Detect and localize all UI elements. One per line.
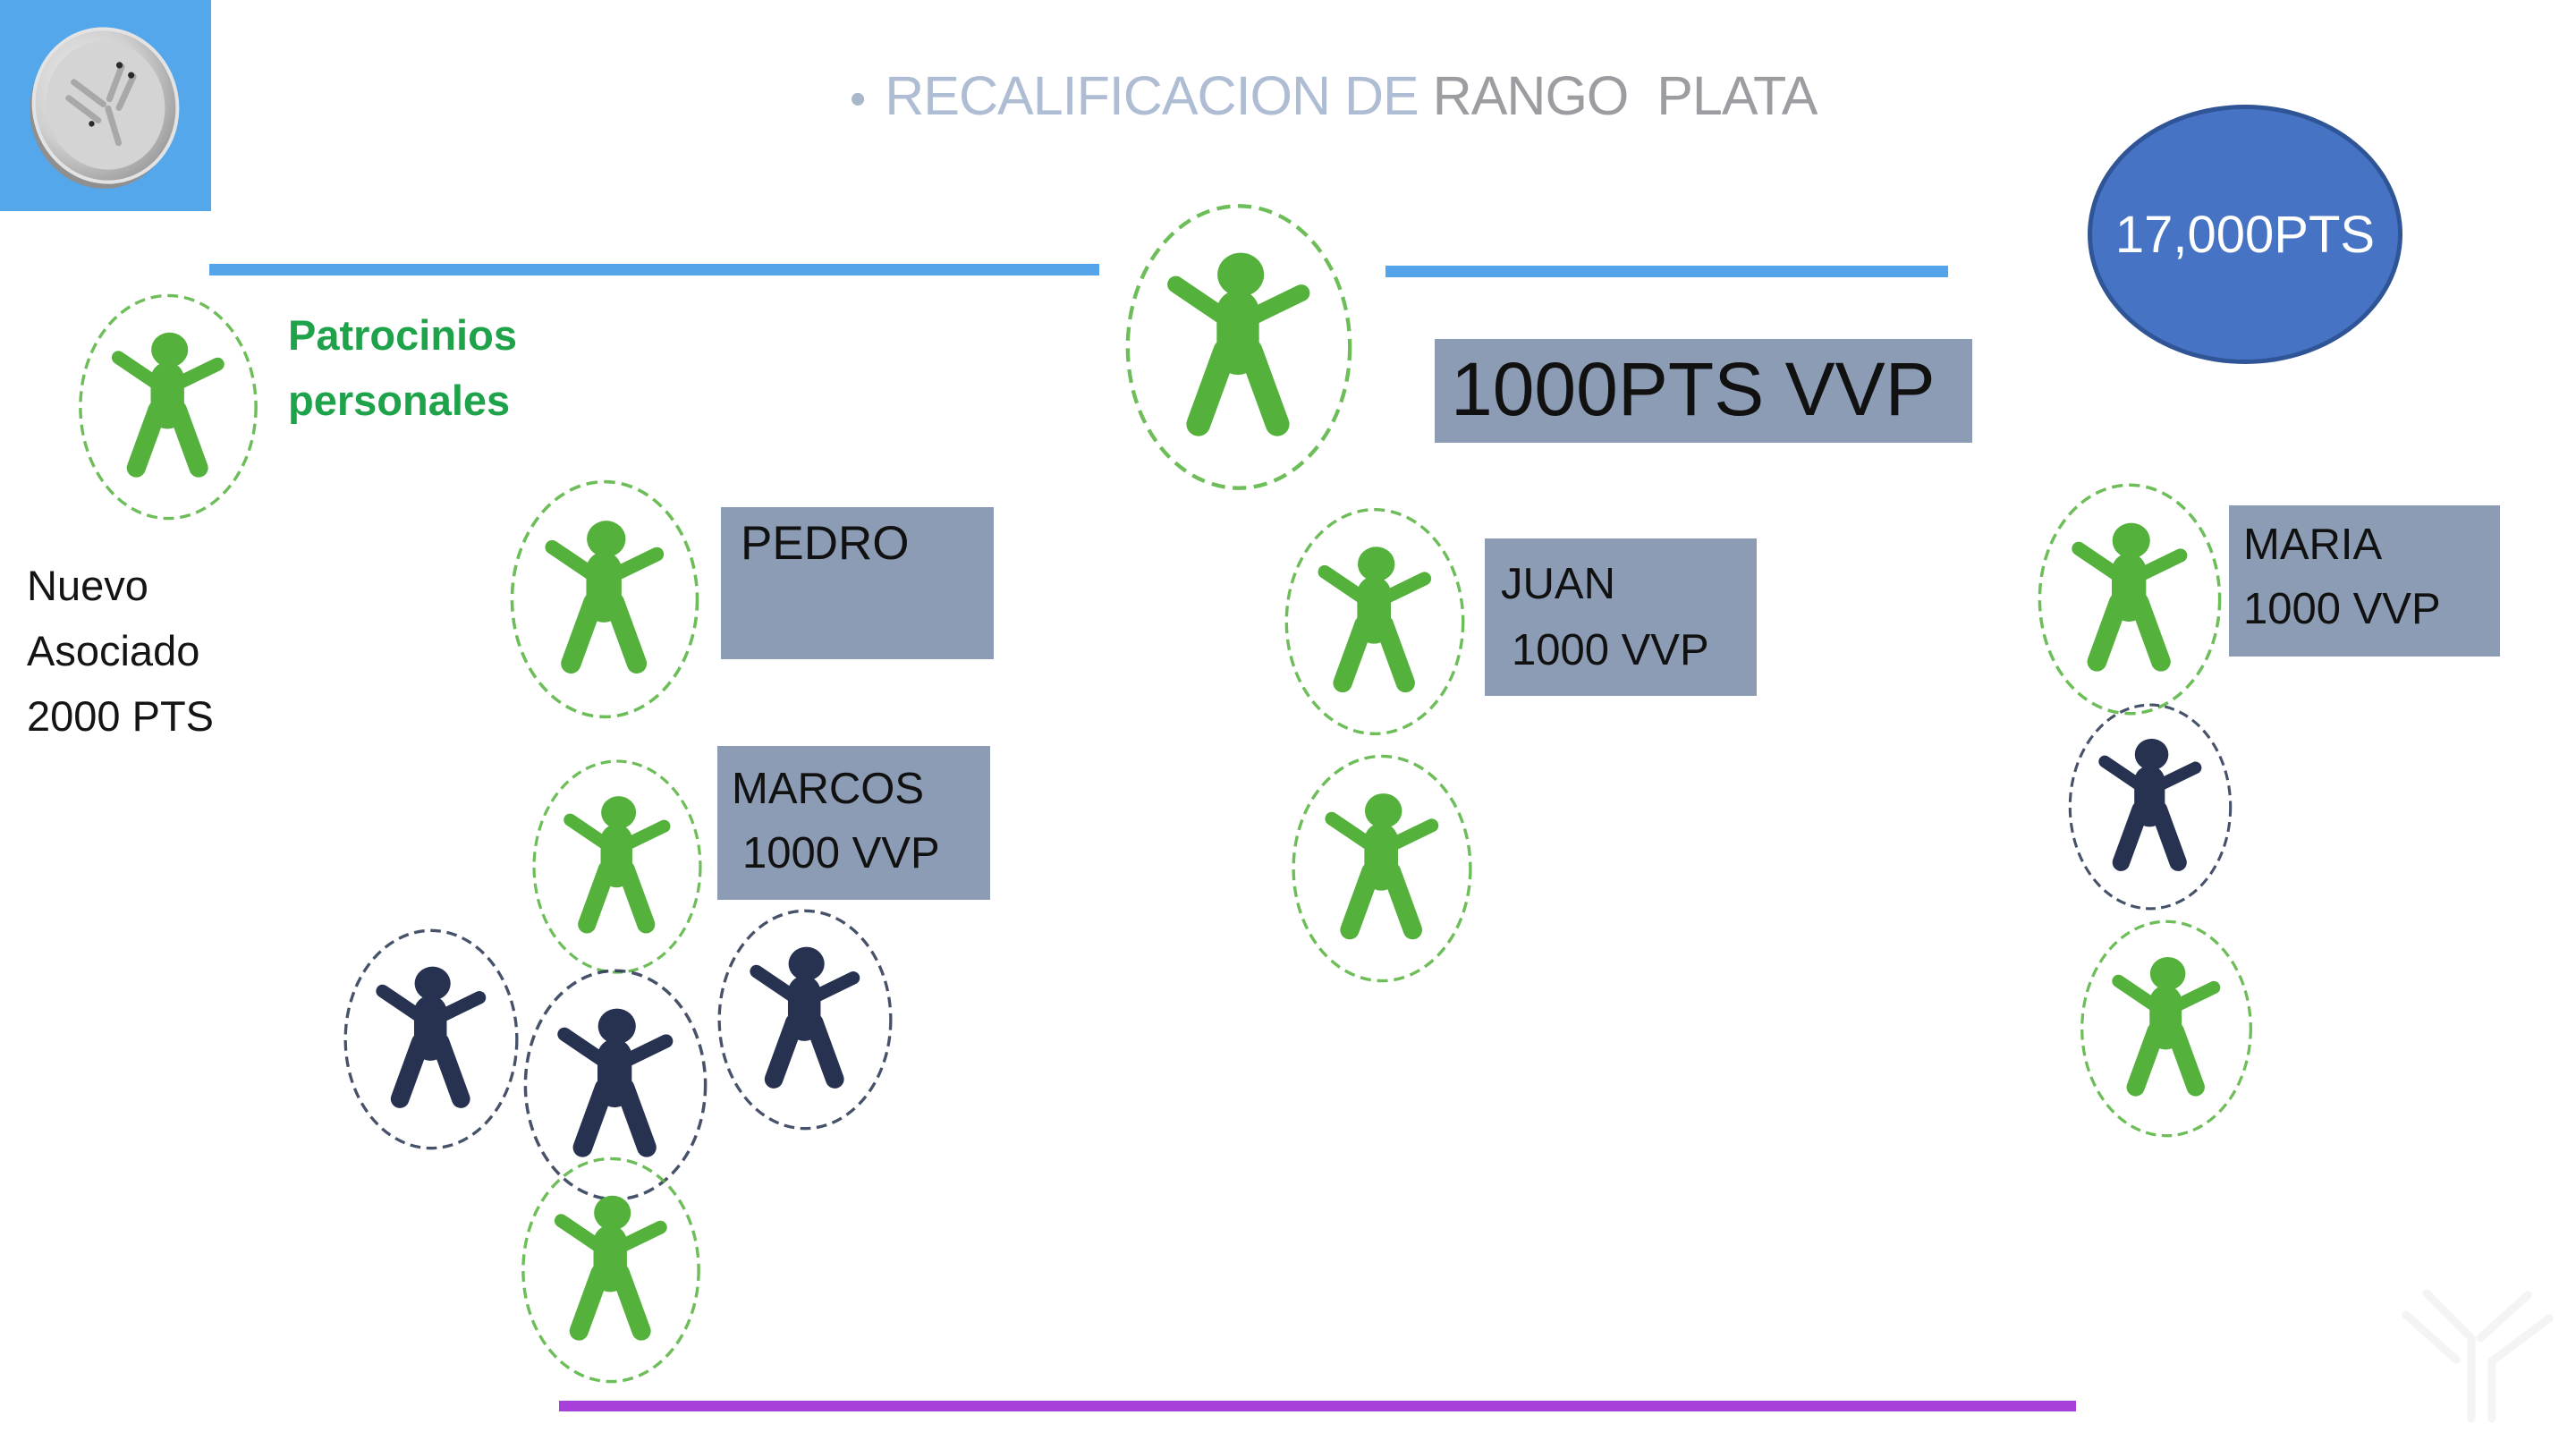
patrocinios-line1: Patrocinios xyxy=(288,311,517,359)
person-maria green-person-icon xyxy=(2036,470,2224,729)
pedro-label-box: PEDRO xyxy=(721,507,994,659)
pedro-name: PEDRO xyxy=(741,517,910,570)
patrocinios-note: Patrocinios personales xyxy=(288,302,517,433)
juan-label-box: JUAN 1000 VVP xyxy=(1485,538,1757,696)
center-vvp-label: 1000PTS VVP xyxy=(1451,347,1936,431)
person-sponsor-center green-person-icon xyxy=(1100,202,1377,492)
juan-points: 1000 VVP xyxy=(1512,626,1709,674)
marcos-name: MARCOS xyxy=(732,765,925,813)
silver-coin-icon xyxy=(30,27,180,189)
juan-name: JUAN xyxy=(1501,560,1615,608)
nuevo-line1: Nuevo xyxy=(27,562,148,609)
patrocinios-line2: personales xyxy=(288,377,511,424)
purple-rule-bottom xyxy=(559,1401,2076,1411)
blue-rule-right xyxy=(1385,266,1948,277)
person-juan-downline green-person-icon xyxy=(1286,753,1478,984)
person-pedro green-person-icon xyxy=(508,467,701,732)
marcos-points: 1000 VVP xyxy=(742,829,940,877)
center-vvp-box: 1000PTS VVP xyxy=(1435,339,1972,443)
person-new-associate green-person-icon xyxy=(74,292,262,521)
brand-y-watermark-icon xyxy=(2402,1289,2554,1423)
total-points-value: 17,000PTS xyxy=(2114,205,2376,264)
person-downline-left navy-person-icon xyxy=(342,905,521,1174)
slide-title: • RECALIFICACION DE RANGO PLATA xyxy=(850,55,2191,136)
brand-logo-tile xyxy=(0,0,211,211)
title-text-secondary: RANGO PLATA xyxy=(1432,65,1818,126)
title-text-primary: RECALIFICACION DE xyxy=(885,65,1433,126)
nuevo-line3: 2000 PTS xyxy=(27,692,215,740)
total-points-badge: 17,000PTS xyxy=(2088,105,2402,364)
person-maria-downline-1 navy-person-icon xyxy=(2055,702,2245,911)
person-maria-downline-2 green-person-icon xyxy=(2072,919,2261,1139)
marcos-label-box: MARCOS 1000 VVP xyxy=(717,746,990,900)
maria-label-box: MARIA 1000 VVP xyxy=(2229,505,2500,657)
title-bullet: • xyxy=(850,73,866,125)
maria-points: 1000 VVP xyxy=(2243,585,2441,633)
person-downline-bottom green-person-icon xyxy=(516,1156,706,1385)
person-juan green-person-icon xyxy=(1283,504,1467,739)
nuevo-line2: Asociado xyxy=(27,627,200,674)
blue-rule-left xyxy=(209,264,1099,275)
nuevo-asociado-note: Nuevo Asociado 2000 PTS xyxy=(27,553,214,749)
person-downline-right navy-person-icon xyxy=(716,887,894,1152)
maria-name: MARIA xyxy=(2243,521,2383,569)
